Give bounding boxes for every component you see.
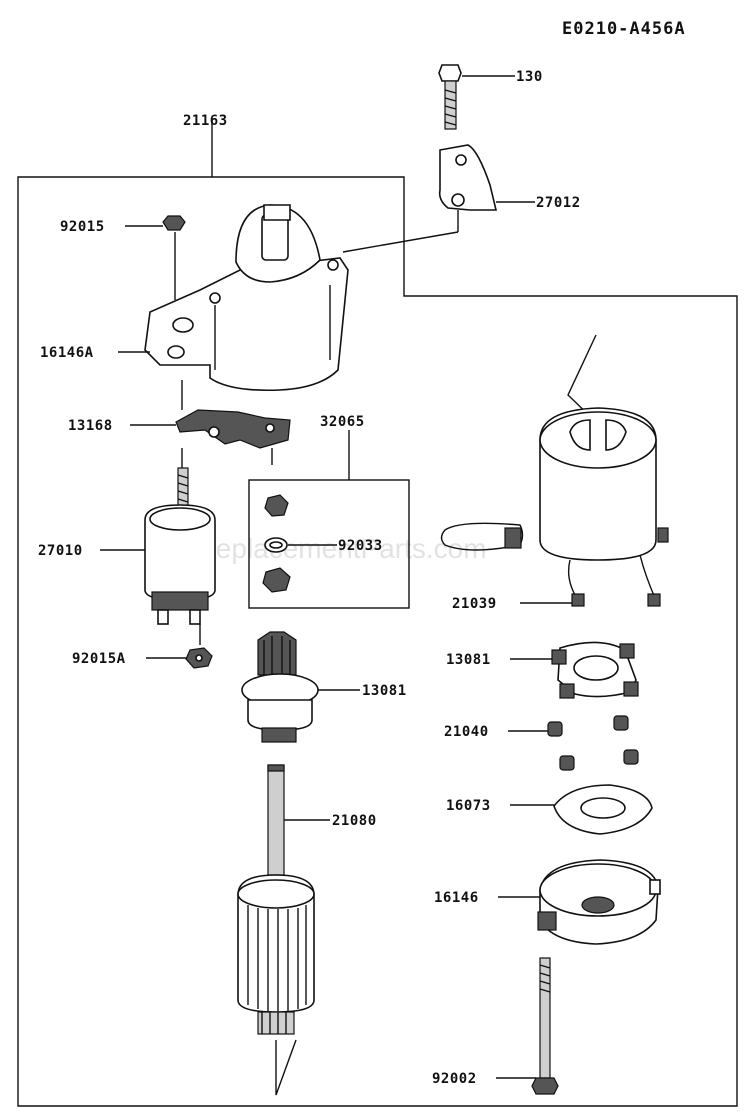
housing-16146A-part	[144, 204, 349, 392]
pinion-13081-part	[241, 631, 319, 743]
bracket-27012-part	[438, 144, 498, 211]
washer-92033-part	[264, 537, 288, 553]
plate-16073-part	[553, 784, 653, 835]
armature-21080-part	[237, 764, 315, 1035]
lever-13168-part	[175, 409, 291, 449]
label-92015A: 92015A	[72, 651, 126, 667]
label-13081-left: 13081	[362, 683, 407, 699]
axis-21080	[275, 1039, 297, 1096]
diagram-code: E0210-A456A	[562, 19, 686, 39]
watermark: eReplacementParts.com	[180, 533, 487, 564]
brush-holder-13081-part	[551, 641, 639, 699]
label-16146: 16146	[434, 890, 479, 906]
label-21080: 21080	[332, 813, 377, 829]
label-32065: 32065	[320, 414, 365, 430]
label-27010: 27010	[38, 543, 83, 559]
label-130: 130	[516, 69, 543, 85]
yoke-21039-part	[440, 334, 669, 607]
kit-nut-part	[264, 494, 289, 517]
label-13168: 13168	[68, 418, 113, 434]
label-13081-right: 13081	[446, 652, 491, 668]
nut-92015-part	[162, 215, 186, 231]
assembly-outline	[17, 122, 738, 1107]
label-27012: 27012	[536, 195, 581, 211]
solenoid-27010-part	[144, 467, 216, 625]
label-21163: 21163	[183, 113, 228, 129]
label-21040: 21040	[444, 724, 489, 740]
bolt-92002-part	[531, 957, 559, 1095]
label-21039: 21039	[452, 596, 497, 612]
nut-92015A-part	[185, 647, 213, 669]
springs-21040-part	[547, 715, 639, 771]
label-92015: 92015	[60, 219, 105, 235]
bolt-130-part	[438, 64, 462, 130]
label-92033: 92033	[338, 538, 383, 554]
end-cover-16146-part	[537, 859, 661, 945]
kit-nut-b-part	[262, 567, 291, 593]
label-92002: 92002	[432, 1071, 477, 1087]
label-16073: 16073	[446, 798, 491, 814]
kit-box-32065	[248, 430, 410, 609]
label-16146A: 16146A	[40, 345, 94, 361]
link-27012-b	[342, 231, 459, 253]
